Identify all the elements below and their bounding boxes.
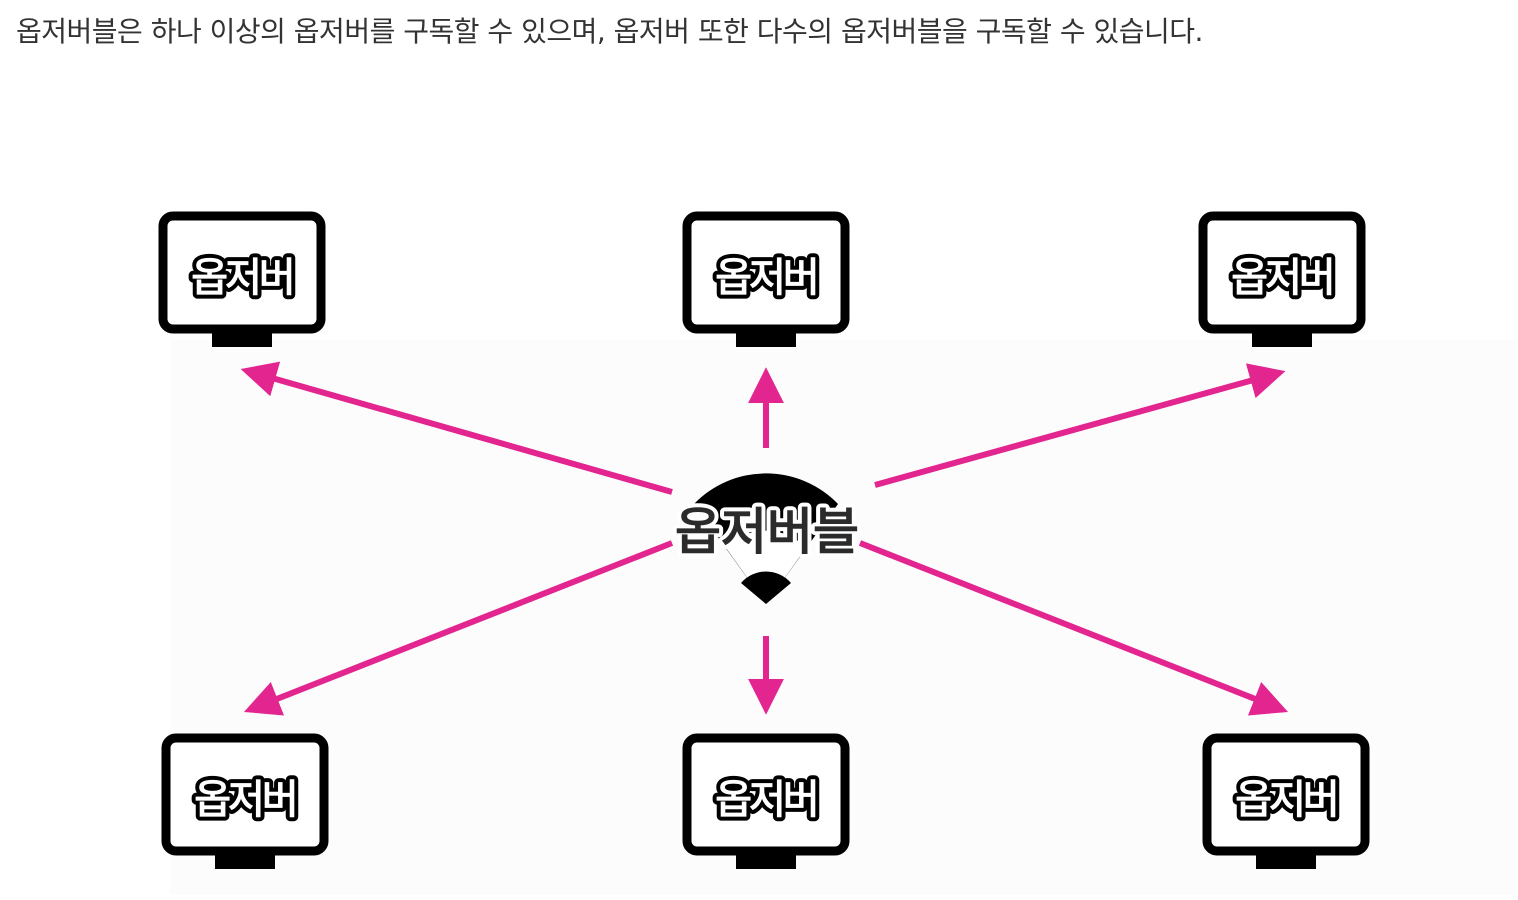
observer-label: 옵저버 bbox=[715, 777, 816, 823]
arrow-top-right bbox=[874, 363, 1286, 488]
observer-top-left: 옵저버 bbox=[158, 211, 326, 347]
observer-top-center: 옵저버 bbox=[682, 211, 850, 347]
observer-top-right: 옵저버 bbox=[1198, 211, 1366, 347]
observer-bottom-right: 옵저버 bbox=[1202, 733, 1370, 869]
arrow-top-left bbox=[240, 361, 673, 495]
monitor-icon bbox=[161, 733, 329, 856]
monitor-icon bbox=[682, 733, 850, 856]
monitor-icon bbox=[1202, 733, 1370, 856]
observer-bottom-left: 옵저버 bbox=[161, 733, 329, 869]
observer-label: 옵저버 bbox=[1235, 777, 1336, 823]
observer-label: 옵저버 bbox=[1231, 255, 1332, 301]
intro-caption: 옵저버블은 하나 이상의 옵저버를 구독할 수 있으며, 옵저버 또한 다수의 … bbox=[16, 15, 1203, 48]
monitor-icon bbox=[158, 211, 326, 334]
observer-label: 옵저버 bbox=[191, 255, 292, 301]
observable-label: 옵저버블 bbox=[675, 503, 859, 561]
wifi-broadcast-icon bbox=[694, 473, 838, 604]
observer-label: 옵저버 bbox=[715, 255, 816, 301]
arrow-bottom-right bbox=[858, 540, 1289, 716]
monitor-icon bbox=[1198, 211, 1366, 334]
observer-label: 옵저버 bbox=[194, 777, 295, 823]
observer-bottom-center: 옵저버 bbox=[682, 733, 850, 869]
arrows bbox=[240, 361, 1289, 716]
arrow-bottom-left bbox=[243, 540, 674, 716]
monitor-icon bbox=[682, 211, 850, 334]
